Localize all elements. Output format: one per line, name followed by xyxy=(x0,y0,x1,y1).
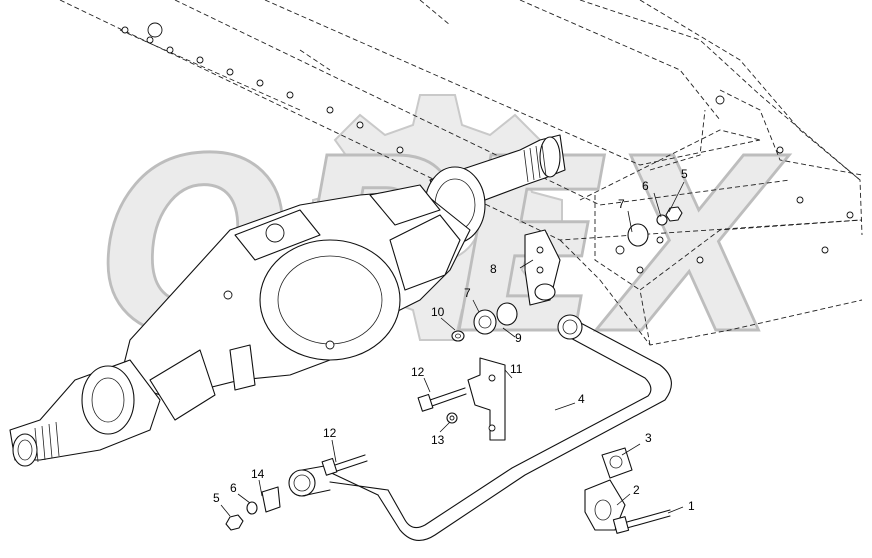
callout-8: 8 xyxy=(490,262,497,276)
callout-4: 4 xyxy=(578,392,585,406)
frame-bracket xyxy=(524,229,561,306)
callout-5-right: 5 xyxy=(681,167,688,181)
chassis-frame xyxy=(59,0,863,346)
callout-14: 14 xyxy=(251,467,265,481)
callout-5-left: 5 xyxy=(213,491,220,505)
callout-11: 11 xyxy=(510,362,523,376)
callout-12-lower: 12 xyxy=(323,426,337,440)
leader-lines xyxy=(220,181,685,517)
callout-labels: 1 2 3 4 5 5 6 6 7 7 8 9 10 11 12 12 13 1… xyxy=(213,167,695,513)
callout-12-upper: 12 xyxy=(411,365,425,379)
callout-10: 10 xyxy=(431,305,445,319)
link-bracket xyxy=(467,357,506,441)
callout-6-left: 6 xyxy=(230,481,237,495)
callout-9: 9 xyxy=(515,331,522,345)
callout-7-right: 7 xyxy=(618,197,625,211)
callout-13: 13 xyxy=(431,433,445,447)
stabilizer-bar xyxy=(288,314,672,541)
callout-6-right: 6 xyxy=(642,179,649,193)
fasteners xyxy=(225,206,683,534)
callout-1: 1 xyxy=(688,499,695,513)
clamp-and-bushing xyxy=(584,447,633,531)
axle-housing xyxy=(9,134,566,467)
callout-7-left: 7 xyxy=(464,286,471,300)
callout-2: 2 xyxy=(633,483,640,497)
callout-3: 3 xyxy=(645,431,652,445)
